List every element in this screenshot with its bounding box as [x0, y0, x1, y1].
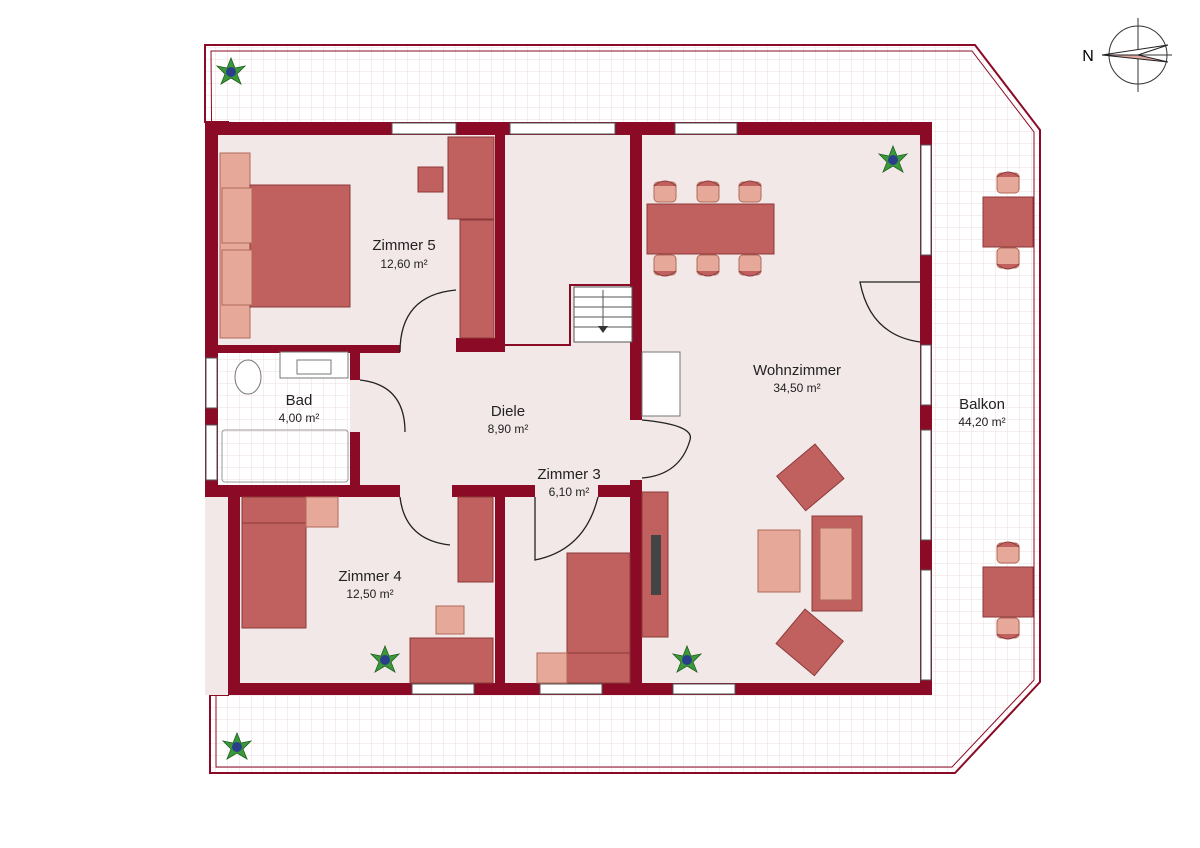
room-name: Balkon [959, 396, 1005, 413]
room-name: Zimmer 3 [537, 466, 600, 483]
room-name: Wohnzimmer [753, 362, 841, 379]
compass: N [1082, 18, 1172, 92]
doors [359, 281, 921, 561]
room-name: Zimmer 5 [372, 237, 435, 254]
room-area: 12,50 m² [346, 587, 393, 601]
room-area: 4,00 m² [279, 411, 320, 425]
compass-north-label: N [1082, 48, 1094, 65]
room-area: 34,50 m² [773, 381, 820, 395]
room-labels: Zimmer 5 12,60 m² Bad 4,00 m² Diele 8,90… [279, 237, 1006, 601]
room-area: 8,90 m² [488, 422, 529, 436]
room-area: 12,60 m² [380, 257, 427, 271]
staircase [573, 286, 633, 343]
room-area: 6,10 m² [549, 485, 590, 499]
balcony-furniture [216, 57, 1034, 760]
zimmer-4-furniture [241, 496, 494, 684]
room-name: Bad [286, 392, 313, 409]
room-name: Diele [491, 403, 525, 420]
zimmer-3-furniture [536, 552, 631, 684]
zimmer-5-furniture [219, 136, 495, 339]
bathroom-fixtures [221, 351, 349, 483]
windows [205, 122, 932, 695]
room-name: Zimmer 4 [338, 568, 401, 585]
room-area: 44,20 m² [958, 415, 1005, 429]
wohnzimmer-furniture [641, 145, 908, 677]
